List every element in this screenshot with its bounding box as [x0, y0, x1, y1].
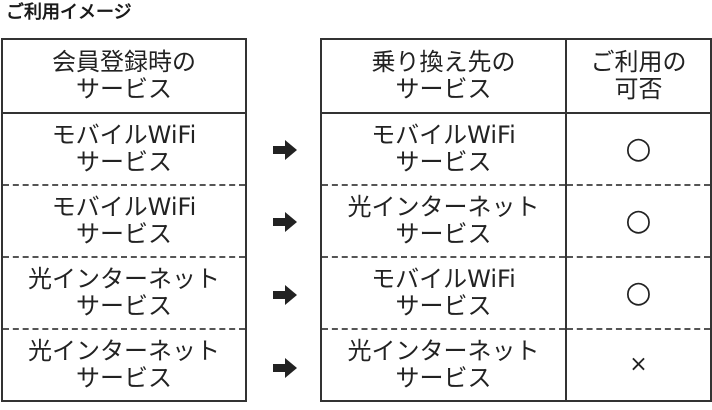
availability-cell: × [565, 329, 712, 402]
table-row: 光インターネット サービス × [320, 329, 712, 402]
table-row: モバイルWiFi サービス ○ [320, 113, 712, 186]
service-suffix: サービス [395, 148, 492, 176]
page-title: ご利用イメージ [6, 2, 132, 23]
header-line: サービス [76, 75, 172, 103]
service-name: モバイルWiFi [371, 265, 516, 293]
header-line: 乗り換え先の [371, 48, 516, 76]
header-line: 可否 [614, 75, 663, 103]
arrow-right-icon [268, 138, 302, 162]
current-service-cell: モバイルWiFi サービス [1, 185, 247, 258]
availability-cell: ○ [565, 185, 712, 258]
table-row: モバイルWiFi サービス [1, 113, 247, 186]
current-service-table: 会員登録時の サービス モバイルWiFi サービス モバイルWiFi サービス … [1, 38, 247, 402]
header-current-service: 会員登録時の サービス [1, 38, 247, 114]
table-row: モバイルWiFi サービス ○ [320, 257, 712, 330]
service-suffix: サービス [76, 292, 172, 320]
current-service-cell: 光インターネット サービス [1, 257, 247, 330]
service-suffix: サービス [395, 220, 492, 248]
header-availability: ご利用の 可否 [565, 38, 712, 114]
availability-cell: ○ [565, 257, 712, 330]
availability-mark: ○ [625, 275, 652, 310]
service-suffix: サービス [76, 148, 172, 176]
arrow-right-icon [268, 356, 302, 380]
service-name: 光インターネット [28, 265, 220, 293]
destination-service-cell: モバイルWiFi サービス [320, 113, 567, 186]
arrow-right-icon [268, 210, 302, 234]
table-row: 光インターネット サービス ○ [320, 185, 712, 258]
availability-cell: ○ [565, 113, 712, 186]
service-name: 光インターネット [347, 193, 540, 221]
service-suffix: サービス [395, 364, 492, 392]
service-name: 光インターネット [347, 337, 540, 365]
availability-mark: ○ [625, 203, 652, 238]
current-service-cell: 光インターネット サービス [1, 329, 247, 402]
header-line: 会員登録時の [52, 48, 196, 76]
service-name: 光インターネット [28, 337, 220, 365]
table-row: モバイルWiFi サービス [1, 185, 247, 258]
availability-mark: ○ [625, 131, 652, 166]
arrow-right-icon [268, 283, 302, 307]
current-service-cell: モバイルWiFi サービス [1, 113, 247, 186]
service-suffix: サービス [395, 292, 492, 320]
header-destination-service: 乗り換え先の サービス [320, 38, 567, 114]
header-line: サービス [395, 75, 492, 103]
service-suffix: サービス [76, 364, 172, 392]
table-row: 光インターネット サービス [1, 329, 247, 402]
destination-service-cell: モバイルWiFi サービス [320, 257, 567, 330]
availability-mark: × [629, 352, 648, 377]
header-line: ご利用の [590, 48, 687, 76]
destination-service-cell: 光インターネット サービス [320, 329, 567, 402]
service-name: モバイルWiFi [51, 121, 197, 149]
service-name: モバイルWiFi [371, 121, 516, 149]
table-header-row: 会員登録時の サービス [1, 38, 247, 114]
table-row: 光インターネット サービス [1, 257, 247, 330]
service-suffix: サービス [76, 220, 172, 248]
destination-service-table: 乗り換え先の サービス ご利用の 可否 モバイルWiFi サービス ○ 光インタ… [320, 38, 712, 402]
destination-service-cell: 光インターネット サービス [320, 185, 567, 258]
table-header-row: 乗り換え先の サービス ご利用の 可否 [320, 38, 712, 114]
service-name: モバイルWiFi [51, 193, 197, 221]
